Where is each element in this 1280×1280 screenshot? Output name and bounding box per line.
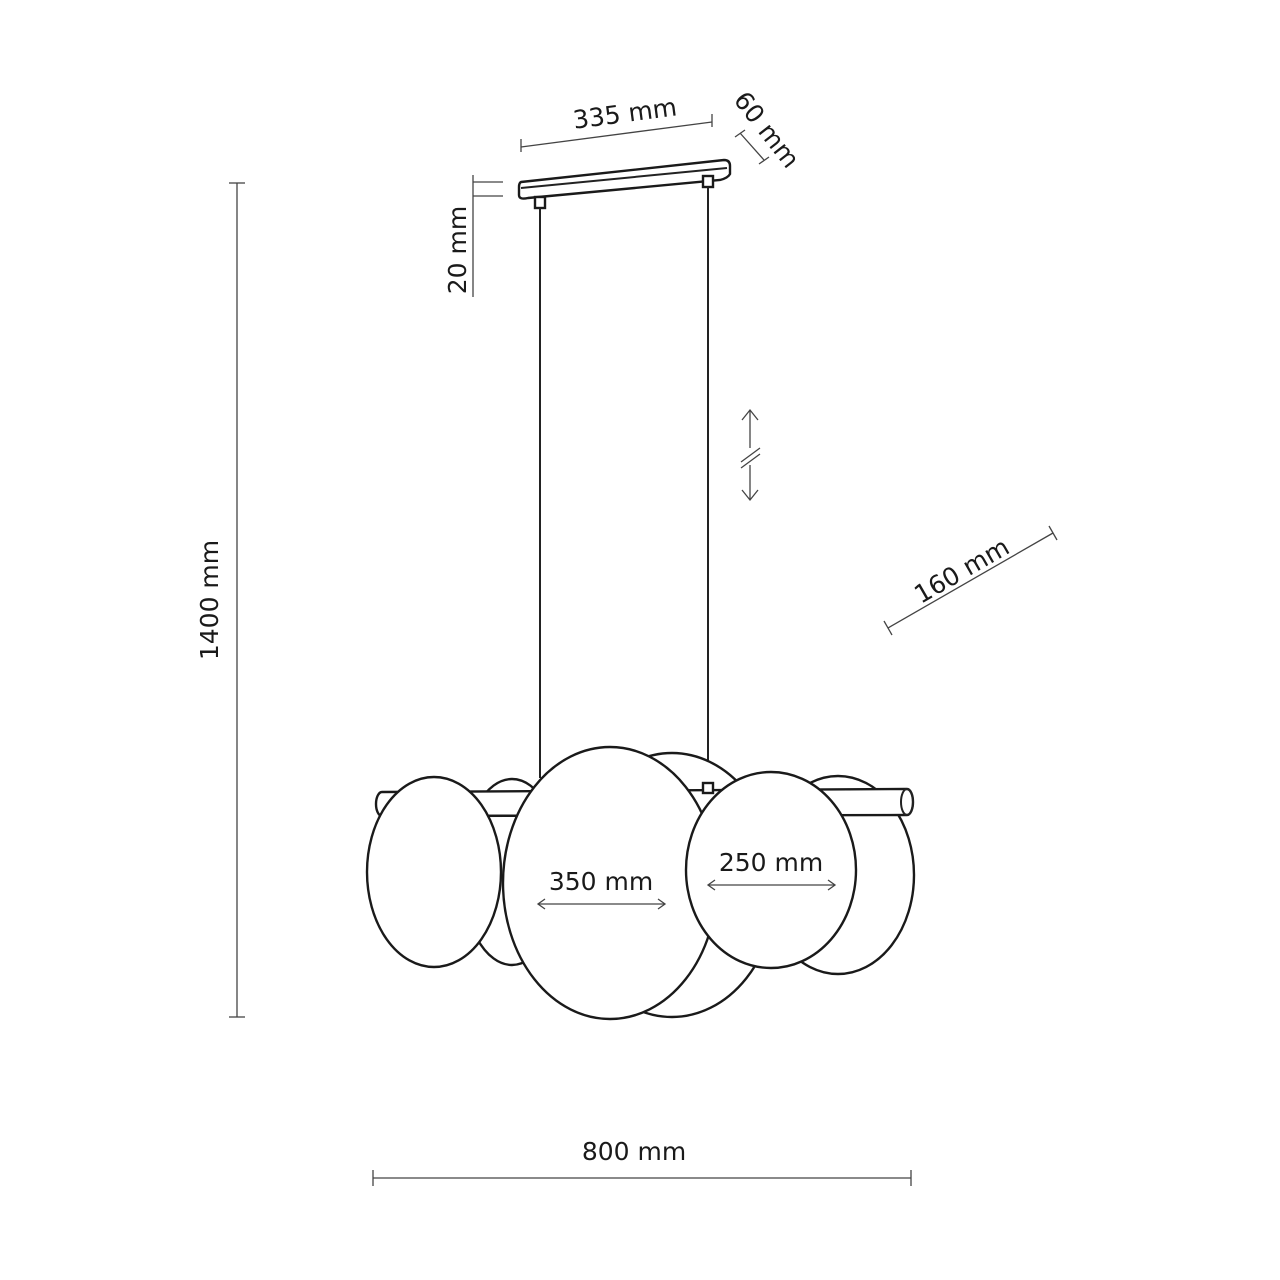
small-disc-label: 250 mm bbox=[719, 848, 823, 877]
rod-connector bbox=[701, 781, 715, 795]
adjustable-length-icon bbox=[740, 408, 761, 502]
large-disc-dimension-arrow bbox=[536, 898, 667, 910]
height-dimension-line bbox=[229, 182, 245, 1018]
large-disc-label: 350 mm bbox=[549, 867, 653, 896]
disc-front-left bbox=[365, 775, 503, 969]
disc-front-right bbox=[684, 770, 858, 970]
total-width-label: 800 mm bbox=[582, 1137, 686, 1166]
canopy-width-label: 60 mm bbox=[728, 86, 805, 174]
canopy-height-label: 20 mm bbox=[443, 206, 472, 294]
cable-connector-right bbox=[701, 174, 715, 189]
ceiling-canopy bbox=[517, 158, 732, 200]
depth-label: 160 mm bbox=[909, 532, 1014, 609]
total-height-label: 1400 mm bbox=[195, 540, 224, 660]
canopy-length-line bbox=[520, 114, 713, 152]
width-dimension-line bbox=[372, 1170, 912, 1186]
canopy-width-line bbox=[734, 129, 770, 165]
canopy-height-line bbox=[472, 175, 503, 297]
small-disc-dimension-arrow bbox=[706, 879, 837, 891]
depth-dimension-line bbox=[883, 525, 1058, 636]
cable-connector-left bbox=[533, 195, 547, 210]
